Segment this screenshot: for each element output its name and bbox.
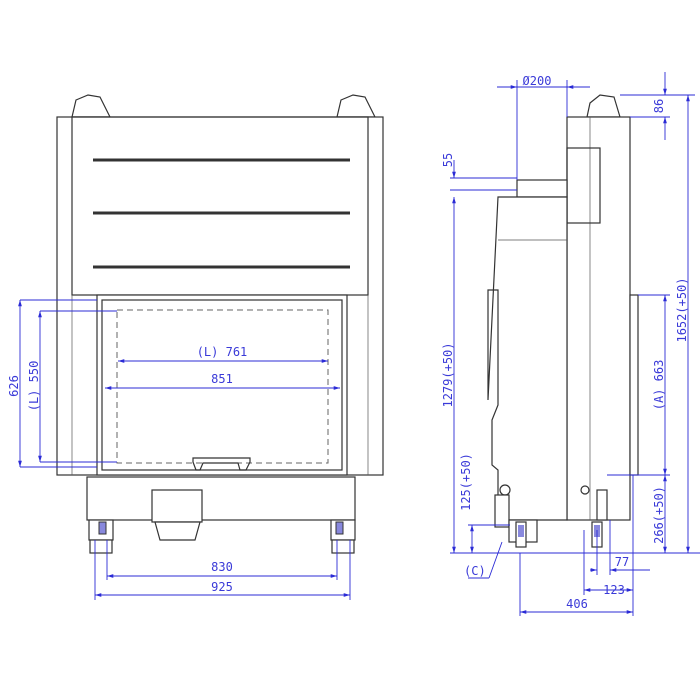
dim-925: 925 <box>211 580 233 594</box>
dim-77: 77 <box>615 555 629 569</box>
air-inlet-knob <box>499 484 511 496</box>
front-panel-profile <box>487 196 568 521</box>
left-lifting-handle <box>71 94 111 118</box>
side-view: Ø200 86 1652(+50) 55 1279(+50) 125(+50) … <box>441 72 700 616</box>
front-view: 626 (L) 550 (L) 761 851 830 925 <box>7 94 384 600</box>
dim-123: 123 <box>603 583 625 597</box>
side-lifting-handle <box>586 94 621 118</box>
dim-406: 406 <box>566 597 588 611</box>
firebox-opening <box>96 294 348 476</box>
door-handle <box>192 457 251 471</box>
door-profile <box>629 294 639 476</box>
dim-663: (A) 663 <box>652 360 666 411</box>
dim-626: 626 <box>7 375 21 397</box>
dim-1652: 1652(+50) <box>675 277 689 342</box>
side-body <box>566 116 631 521</box>
dim-125: 125(+50) <box>459 453 473 511</box>
dim-266: 266(+50) <box>652 486 666 544</box>
dim-86: 86 <box>652 99 666 113</box>
dim-flue-diameter: Ø200 <box>523 74 552 88</box>
dim-851: 851 <box>211 372 233 386</box>
base-frame <box>86 476 356 521</box>
air-inlet <box>154 521 201 541</box>
dim-1279: 1279(+50) <box>441 342 455 407</box>
air-inlet-c <box>494 494 510 528</box>
air-box <box>151 489 203 523</box>
flue-collar <box>516 179 568 198</box>
label-c: (C) <box>464 564 486 578</box>
dim-55: 55 <box>441 153 455 167</box>
dim-830: 830 <box>211 560 233 574</box>
dim-550: (L) 550 <box>27 361 41 412</box>
dim-761: (L) 761 <box>197 345 248 359</box>
right-lifting-handle <box>336 94 376 118</box>
